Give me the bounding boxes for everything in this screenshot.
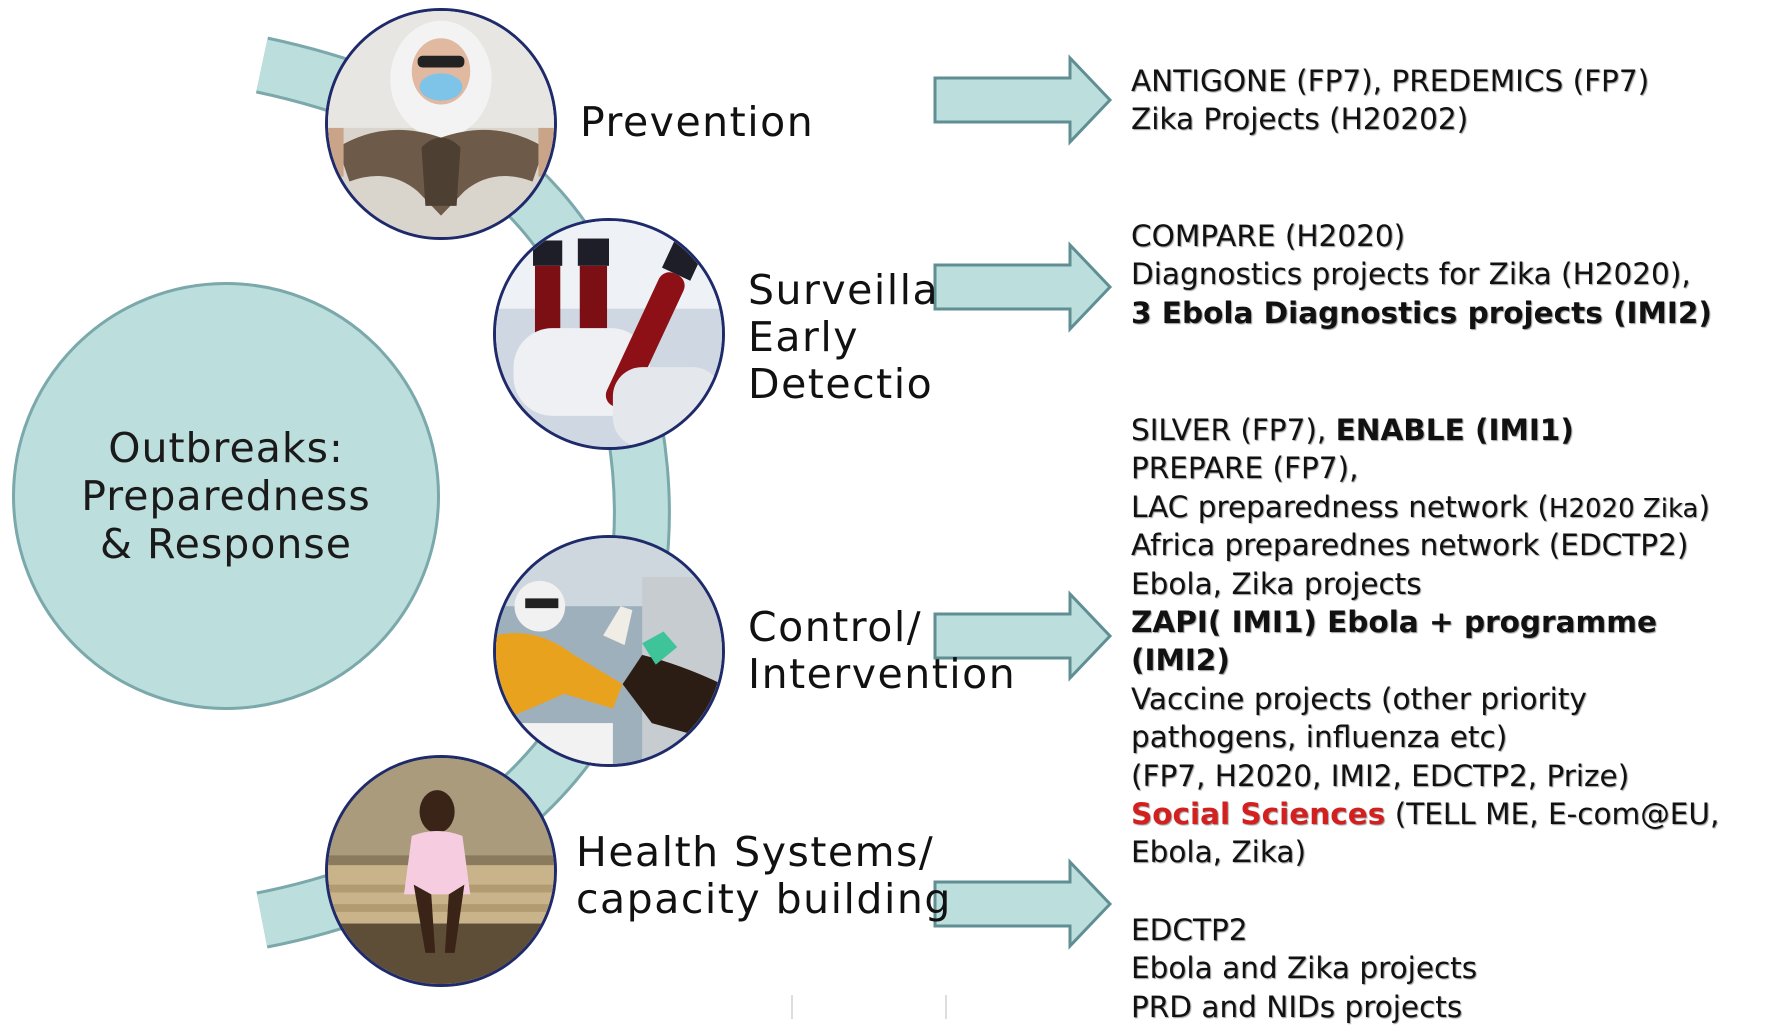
child-bed-image	[328, 758, 554, 984]
projects-line: pathogens, influenza etc)	[1131, 720, 1508, 755]
projects-line: Africa preparednes network (EDCTP2)	[1131, 528, 1689, 563]
projects-line: EDCTP2	[1131, 913, 1248, 947]
arrow-surveillance	[933, 241, 1113, 333]
projects-line: Zika Projects (H20202)	[1131, 102, 1469, 137]
arrow-health	[933, 858, 1113, 950]
projects-line: ZAPI( IMI1) Ebola + programme	[1131, 604, 1657, 639]
projects-line: LAC preparedness network (H2020 Zika)	[1131, 488, 1719, 526]
projects-line: PREPARE (FP7),	[1131, 451, 1359, 486]
projects-line: ANTIGONE (FP7), PREDEMICS (FP7)	[1131, 64, 1650, 98]
social-sciences-highlight: Social Sciences	[1131, 796, 1386, 831]
projects-text-small: H2020 Zika	[1548, 493, 1699, 524]
projects-prevention: ANTIGONE (FP7), PREDEMICS (FP7) Zika Pro…	[1131, 62, 1649, 139]
projects-surveillance: COMPARE (H2020) Diagnostics projects for…	[1131, 217, 1712, 332]
projects-line: (FP7, H2020, IMI2, EDCTP2, Prize)	[1131, 758, 1630, 793]
photo-child-bed	[325, 755, 557, 987]
photo-blood-tubes	[493, 218, 725, 450]
arrow-prevention	[933, 54, 1113, 146]
stage-label-surveillance-clip: Surveillance Early Detection	[748, 267, 934, 417]
projects-line: Diagnostics projects for Zika (H2020),	[1131, 257, 1691, 292]
stage-label-prevention: Prevention	[580, 98, 815, 146]
outbreaks-label: Outbreaks: Preparedness & Response	[81, 424, 371, 568]
projects-text: LAC preparedness network (	[1131, 489, 1549, 524]
projects-line: Ebola, Zika projects	[1131, 566, 1422, 601]
ebola-worker-image	[496, 538, 722, 764]
projects-line: (IMI2)	[1131, 643, 1230, 678]
projects-line: COMPARE (H2020)	[1131, 219, 1406, 253]
researcher-bat-image	[328, 11, 554, 237]
projects-line: Vaccine projects (other priority	[1131, 681, 1587, 716]
stage-label-surveillance: Surveillance Early Detection	[748, 267, 934, 408]
blood-tubes-image	[496, 221, 722, 447]
projects-text: )	[1698, 489, 1710, 524]
outbreaks-circle: Outbreaks: Preparedness & Response	[12, 282, 440, 710]
projects-line: PRD and NIDs projects	[1131, 989, 1463, 1024]
projects-control: SILVER (FP7), ENABLE (IMI1) PREPARE (FP7…	[1131, 411, 1719, 872]
photo-researcher-bat	[325, 8, 557, 240]
projects-text: SILVER (FP7),	[1131, 413, 1336, 447]
projects-health: EDCTP2 Ebola and Zika projects PRD and N…	[1131, 911, 1477, 1026]
projects-line: Ebola, Zika)	[1131, 835, 1306, 870]
projects-line: Ebola and Zika projects	[1131, 951, 1478, 986]
photo-ebola-worker	[493, 535, 725, 767]
projects-line: Social Sciences (TELL ME, E-com@EU,	[1131, 795, 1719, 833]
stage-label-control: Control/ Intervention	[748, 603, 1017, 698]
stage-label-health: Health Systems/ capacity building	[576, 828, 952, 923]
projects-text-bold: ENABLE (IMI1)	[1335, 413, 1574, 447]
projects-line: 3 Ebola Diagnostics projects (IMI2)	[1131, 295, 1712, 330]
projects-line: SILVER (FP7), ENABLE (IMI1)	[1131, 411, 1719, 449]
projects-text: (TELL ME, E-com@EU,	[1385, 796, 1720, 831]
arrow-control	[933, 590, 1113, 682]
